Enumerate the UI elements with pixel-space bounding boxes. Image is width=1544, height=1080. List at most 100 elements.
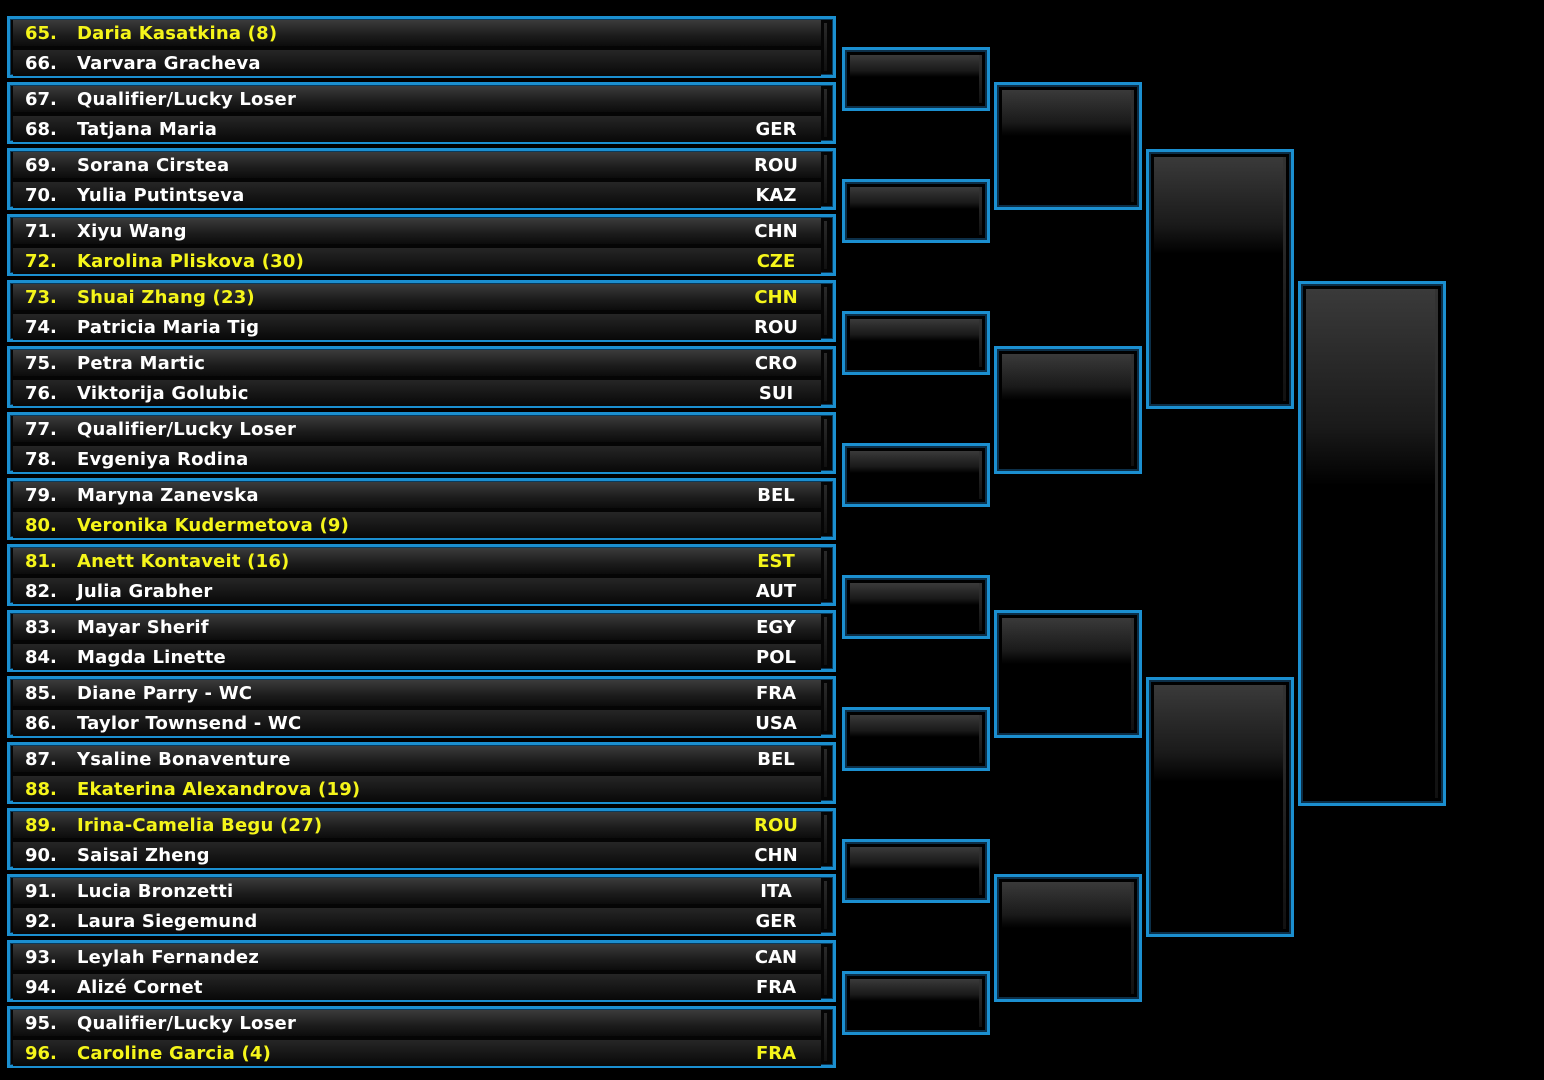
- player-number: 88.: [25, 778, 57, 800]
- round-2-slot: [842, 47, 990, 111]
- round-2-slot: [842, 311, 990, 375]
- player-row[interactable]: 95.Qualifier/Lucky Loser: [13, 1010, 821, 1036]
- player-name: Anett Kontaveit (16): [77, 550, 290, 572]
- round-2-slot: [842, 575, 990, 639]
- player-name: Patricia Maria Tig: [77, 316, 260, 338]
- player-name: Leylah Fernandez: [77, 946, 260, 968]
- player-name: Lucia Bronzetti: [77, 880, 234, 902]
- player-name: Taylor Townsend - WC: [77, 712, 302, 734]
- player-country: CHN: [754, 286, 798, 308]
- round-3-slot: [994, 346, 1142, 474]
- player-name: Daria Kasatkina (8): [77, 22, 278, 44]
- player-row[interactable]: 65. Daria Kasatkina (8): [13, 20, 821, 46]
- player-number: 94.: [25, 976, 57, 998]
- first-round-match: 89.Irina-Camelia Begu (27)ROU 90.Saisai Z…: [7, 808, 836, 870]
- player-name: Tatjana Maria: [77, 118, 218, 140]
- player-name: Saisai Zheng: [77, 844, 210, 866]
- first-round-match: 65. Daria Kasatkina (8) 66.Varvara Grachev…: [7, 16, 836, 78]
- player-country: CAN: [754, 946, 798, 968]
- player-country: AUT: [755, 580, 797, 602]
- player-country: POL: [756, 646, 796, 668]
- player-row[interactable]: 77.Qualifier/Lucky Loser: [13, 416, 821, 442]
- player-country: EST: [757, 550, 795, 572]
- player-row[interactable]: 81.Anett Kontaveit (16)EST: [13, 548, 821, 574]
- player-row[interactable]: 66.Varvara Gracheva: [13, 50, 821, 76]
- round-2-slot: [842, 971, 990, 1035]
- player-row[interactable]: 82. Julia Grabher AUT: [13, 578, 821, 604]
- player-name: Yulia Putintseva: [77, 184, 245, 206]
- player-row[interactable]: 89.Irina-Camelia Begu (27)ROU: [13, 812, 821, 838]
- player-number: 75.: [25, 352, 57, 374]
- player-row[interactable]: 80.Veronika Kudermetova (9): [13, 512, 821, 538]
- player-number: 82.: [25, 580, 57, 602]
- player-row[interactable]: 88. Ekaterina Alexandrova (19): [13, 776, 821, 802]
- player-name: Mayar Sherif: [77, 616, 209, 638]
- player-country: EGY: [756, 616, 796, 638]
- first-round-match: 67. Qualifier/Lucky Loser 68. Tatjana Maria…: [7, 82, 836, 144]
- player-number: 74.: [25, 316, 57, 338]
- player-number: 68.: [25, 118, 57, 140]
- player-number: 91.: [25, 880, 57, 902]
- player-row[interactable]: 93. Leylah Fernandez CAN: [13, 944, 821, 970]
- player-name: Shuai Zhang (23): [77, 286, 255, 308]
- player-name: Xiyu Wang: [77, 220, 187, 242]
- round-2-slot: [842, 839, 990, 903]
- player-number: 93.: [25, 946, 57, 968]
- player-name: Alizé Cornet: [77, 976, 203, 998]
- player-number: 89.: [25, 814, 57, 836]
- player-name: Varvara Gracheva: [77, 52, 261, 74]
- player-number: 72.: [25, 250, 57, 272]
- player-country: CHN: [754, 220, 798, 242]
- player-country: CRO: [754, 352, 798, 374]
- player-country: FRA: [755, 1042, 797, 1064]
- player-name: Julia Grabher: [77, 580, 213, 602]
- player-number: 87.: [25, 748, 57, 770]
- player-country: SUI: [758, 382, 794, 404]
- player-country: USA: [755, 712, 797, 734]
- player-number: 65.: [25, 22, 57, 44]
- player-number: 78.: [25, 448, 57, 470]
- player-row[interactable]: 67. Qualifier/Lucky Loser: [13, 86, 821, 112]
- player-country: CZE: [756, 250, 796, 272]
- player-name: Magda Linette: [77, 646, 226, 668]
- player-name: Qualifier/Lucky Loser: [77, 1012, 297, 1034]
- player-name: Karolina Pliskova (30): [77, 250, 305, 272]
- player-row[interactable]: 96.Caroline Garcia (4)FRA: [13, 1040, 821, 1066]
- player-name: Qualifier/Lucky Loser: [77, 88, 297, 110]
- round-2-slot: [842, 179, 990, 243]
- player-name: Ekaterina Alexandrova (19): [77, 778, 361, 800]
- player-row[interactable]: 73.Shuai Zhang (23)CHN: [13, 284, 821, 310]
- player-name: Sorana Cirstea: [77, 154, 230, 176]
- player-number: 67.: [25, 88, 57, 110]
- player-row[interactable]: 78. Evgeniya Rodina: [13, 446, 821, 472]
- player-name: Evgeniya Rodina: [77, 448, 249, 470]
- player-country: FRA: [755, 682, 797, 704]
- player-row[interactable]: 72. Karolina Pliskova (30) CZE: [13, 248, 821, 274]
